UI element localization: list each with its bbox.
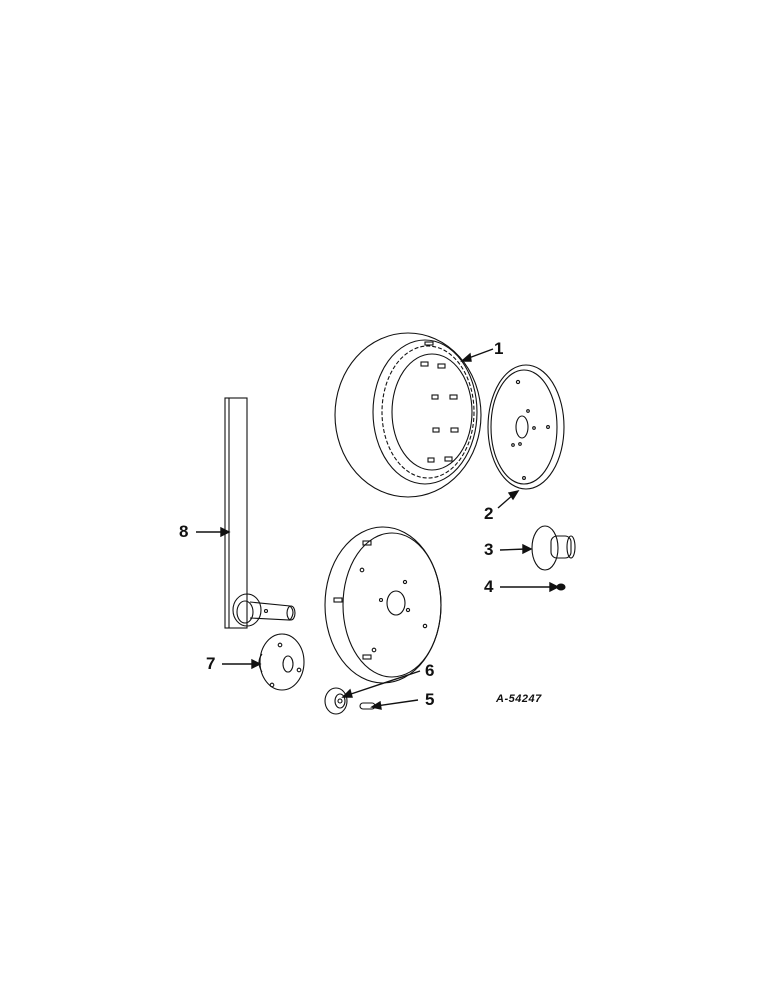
- arm-part: [224, 397, 296, 629]
- tire-part: [334, 332, 482, 498]
- leader-arrows: [196, 348, 560, 710]
- callout-4: 4: [484, 577, 494, 596]
- callout-1: 1: [494, 339, 504, 358]
- callout-2: 2: [484, 504, 494, 523]
- collar-part: [324, 687, 348, 715]
- callout-6: 6: [425, 661, 435, 680]
- wheel-disc-part: [487, 364, 565, 490]
- reference-code: A-54247: [496, 693, 542, 705]
- callout-5: 5: [425, 690, 435, 709]
- callout-8: 8: [179, 522, 189, 541]
- wheel-lower-part: [324, 526, 442, 684]
- callout-7: 7: [206, 654, 216, 673]
- hub-part: [531, 525, 576, 571]
- flange-part: [258, 633, 305, 691]
- callout-3: 3: [484, 540, 494, 559]
